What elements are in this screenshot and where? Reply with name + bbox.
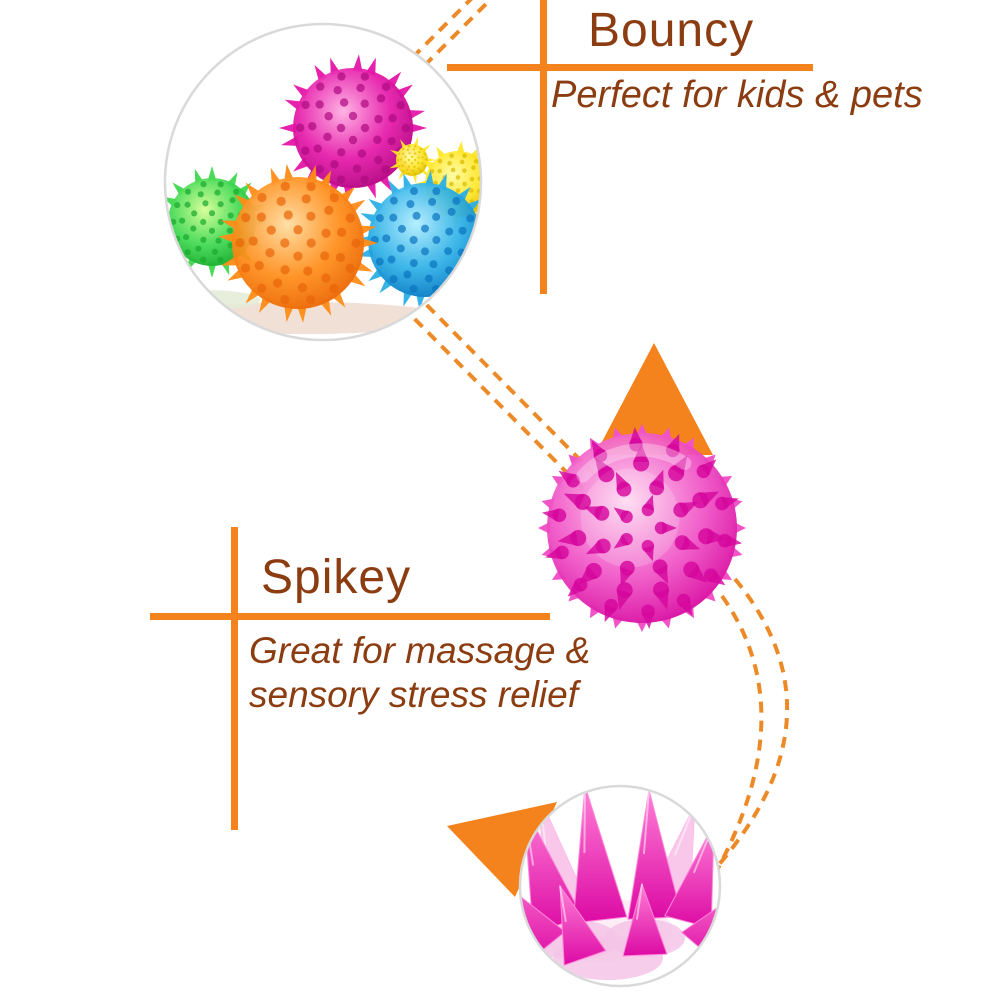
connector-curve — [709, 594, 764, 882]
spikey-callout-horizontal-line — [150, 613, 550, 620]
group-photo-circle-border — [163, 22, 483, 342]
bouncy-title: Bouncy — [588, 4, 755, 57]
spikey-title: Spikey — [261, 551, 412, 604]
bouncy-callout-horizontal-line — [447, 64, 813, 71]
connector-line — [398, 276, 602, 482]
spikey-subtitle-line1: Great for massage & — [249, 630, 591, 671]
closeup-ball-photo — [538, 424, 746, 632]
callout-arrow-icon — [447, 802, 557, 897]
orange-spiky-ball — [218, 163, 378, 323]
magenta-spiky-ball — [279, 54, 427, 202]
bouncy-subtitle: Perfect for kids & pets — [551, 74, 923, 116]
callout-arrow-icon — [595, 343, 713, 455]
spikey-subtitle: Great for massage & sensory stress relie… — [249, 629, 590, 717]
bouncy-callout-vertical-line — [540, 0, 547, 294]
yellow-spiky-ball — [389, 136, 436, 184]
spikey-subtitle-line2: sensory stress relief — [249, 674, 578, 715]
connector-curve — [714, 577, 790, 870]
connector-line — [386, 290, 590, 496]
group-photo-spiky-balls — [165, 54, 481, 334]
spike-closeup-circle-border — [518, 784, 722, 988]
spikey-callout-vertical-line — [231, 527, 238, 830]
